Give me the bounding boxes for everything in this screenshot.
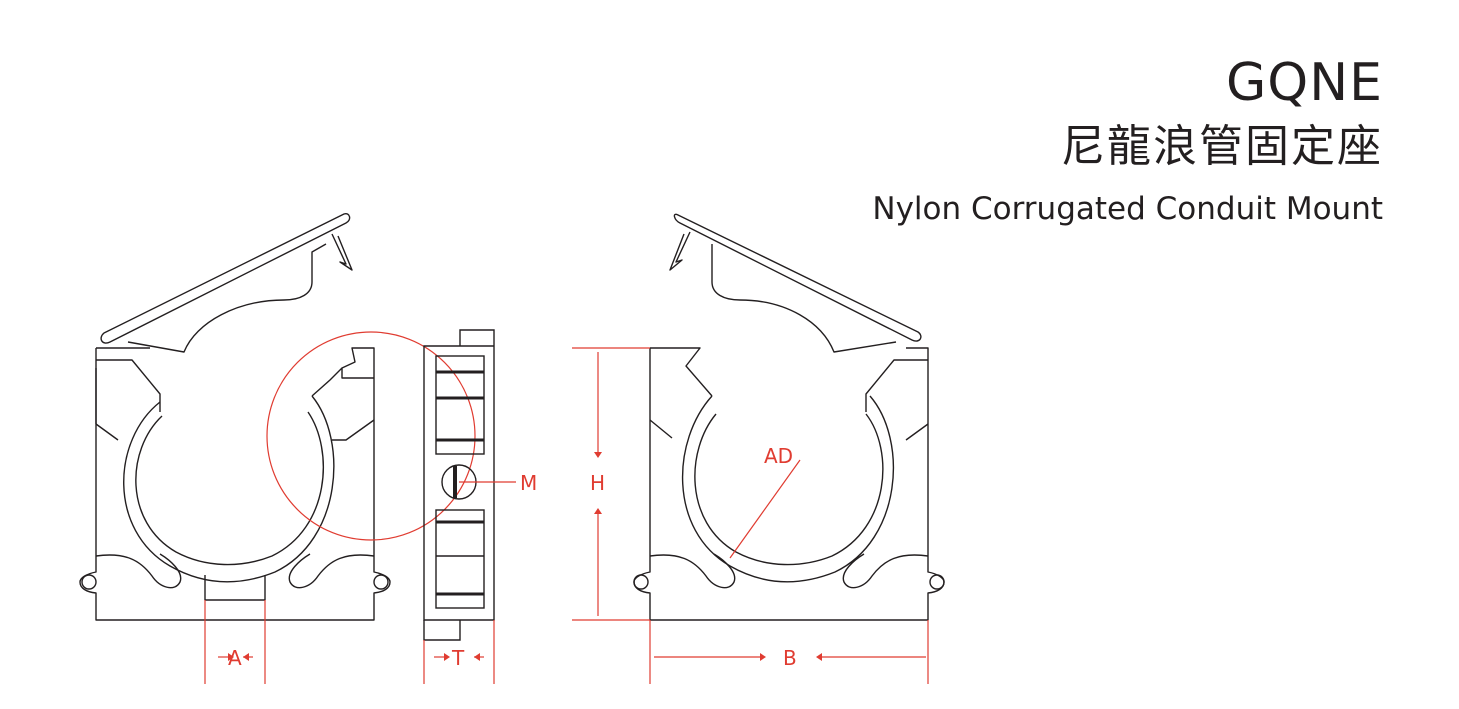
dimension-b-label: B xyxy=(783,646,797,670)
left-ear-hole xyxy=(81,574,97,590)
clip-lever-arm xyxy=(100,212,351,344)
closed-left-shoulder xyxy=(649,347,713,439)
product-name-chinese: 尼龍浪管固定座 xyxy=(1061,121,1383,172)
title-block: GQNE 尼龍浪管固定座 Nylon Corrugated Conduit Mo… xyxy=(872,50,1383,232)
closed-ring-outer xyxy=(681,395,894,583)
closed-right-swirl xyxy=(842,553,929,589)
closed-lever-body xyxy=(711,244,897,353)
clip-bottom-tab xyxy=(204,575,266,601)
clip-right-shoulder xyxy=(311,367,375,441)
clip-ring-outer xyxy=(123,395,335,583)
closed-right-shoulder xyxy=(865,359,929,441)
closed-ring-inner xyxy=(694,413,884,566)
closed-lever-arm xyxy=(673,213,922,342)
product-name-english: Nylon Corrugated Conduit Mount xyxy=(872,191,1383,227)
clip-left-shoulder xyxy=(95,359,161,441)
front-view-closed-clip xyxy=(633,213,945,621)
detail-circle xyxy=(266,331,476,541)
side-bottom-tab xyxy=(423,620,461,641)
side-upper-block xyxy=(435,355,485,455)
closed-body-outline xyxy=(633,347,945,621)
clip-body-outline xyxy=(79,347,391,621)
dimension-ad-label: AD xyxy=(764,444,793,468)
dimension-m-label: M xyxy=(520,471,537,495)
closed-right-ear-hole xyxy=(929,574,945,590)
dimension-a-label: A xyxy=(228,646,242,670)
clip-left-swirl xyxy=(95,553,182,589)
front-view-open-clip xyxy=(79,212,391,621)
right-ear-hole xyxy=(373,574,389,590)
dimension-lines xyxy=(204,347,929,684)
clip-lever-body xyxy=(127,243,327,353)
closed-left-swirl xyxy=(649,553,736,589)
closed-lever-hook xyxy=(669,231,691,271)
side-lower-block xyxy=(435,509,485,609)
clip-lever-hook xyxy=(331,233,353,271)
dimension-t-label: T xyxy=(451,646,465,670)
side-view xyxy=(423,329,495,641)
closed-left-ear-hole xyxy=(633,574,649,590)
clip-ring-inner xyxy=(135,411,324,566)
model-code: GQNE xyxy=(1226,53,1383,113)
clip-right-swirl xyxy=(288,553,375,589)
dimension-h-label: H xyxy=(590,471,605,495)
